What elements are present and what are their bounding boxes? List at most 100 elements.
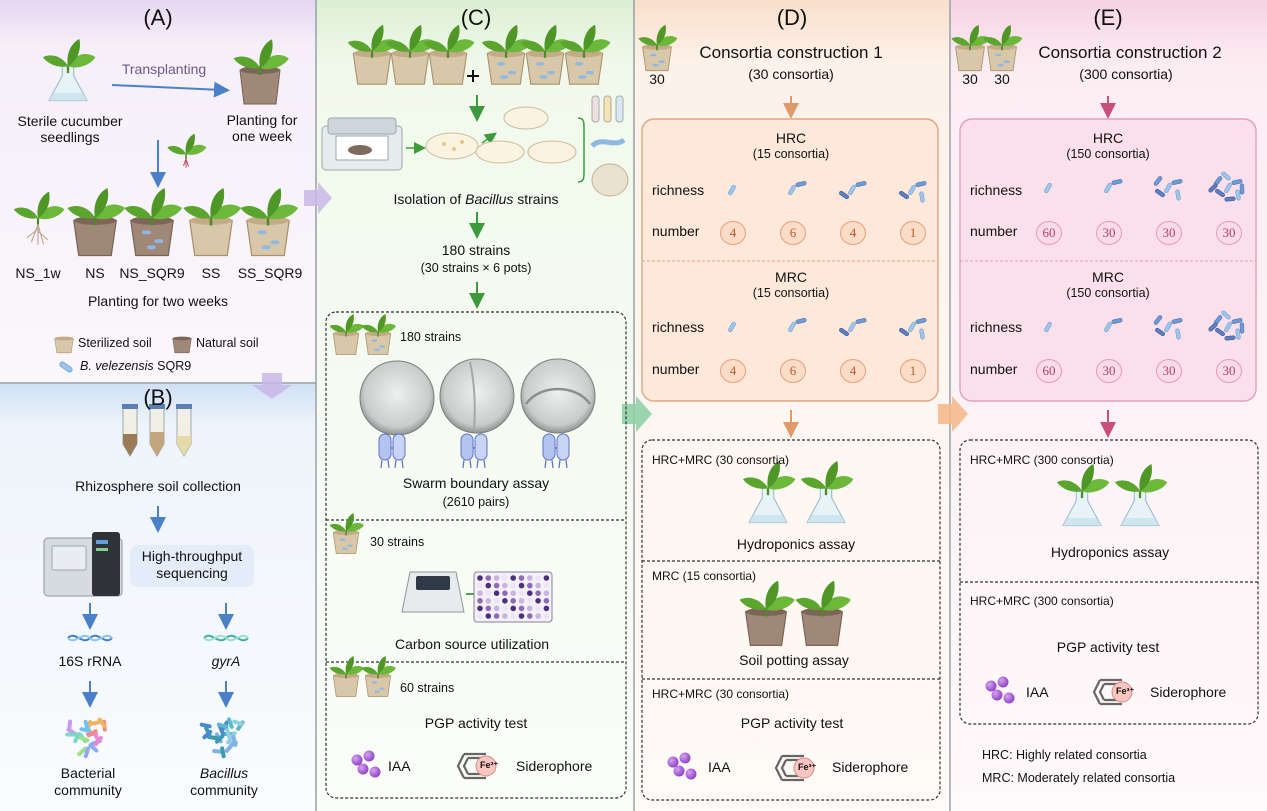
e-hrc-title: HRC <box>1092 130 1124 146</box>
sequencer-icon <box>43 532 123 597</box>
e-iaa-icon <box>985 676 1015 704</box>
e-mrc-number-2: 30 <box>1096 359 1122 383</box>
plate-reader-icon <box>401 571 490 613</box>
bacterial-community-icon <box>65 717 107 759</box>
sterilized-soil-icon <box>54 336 74 354</box>
isolation-label: Isolation of Bacillus strains <box>394 191 559 207</box>
d-hrc-title: HRC <box>775 130 807 146</box>
e-mrc-richness-label: richness <box>970 319 1023 335</box>
d-hydroponics-label: Hydroponics assay <box>736 536 856 552</box>
arrow-c-to-d <box>622 396 652 432</box>
swarm-assay-label: Swarm boundary assay <box>402 475 550 491</box>
c-iaa-label: IAA <box>388 758 411 774</box>
d-box2-label: MRC (15 consortia) <box>652 569 757 583</box>
bacillus-community-label-2: community <box>190 782 258 798</box>
arrow-a-to-b <box>252 373 292 399</box>
seedlings-label-2: seedlings <box>40 129 100 145</box>
seedlings-label-1: Sterile cucumber <box>17 113 123 129</box>
d-hrc-number-2: 6 <box>780 221 806 245</box>
e-siderophore-icon <box>1092 678 1133 706</box>
d-mrc-richness-label: richness <box>652 319 705 335</box>
transplanting-label: Transplanting <box>121 61 207 77</box>
arrow-d-to-e <box>938 396 968 432</box>
e-pot-count-1: 30 <box>962 71 978 87</box>
c-pots-row <box>348 25 611 84</box>
d-mrc-title: MRC <box>775 269 807 285</box>
d-subtitle: (30 consortia) <box>748 66 834 82</box>
e-hydroponics-label: Hydroponics assay <box>1050 544 1170 560</box>
c-fe-label: Fe³⁺ <box>480 760 499 770</box>
e-subtitle: (300 consortia) <box>1079 66 1173 82</box>
d-siderophore-icon <box>774 754 815 782</box>
sequencing-label-bg <box>130 545 254 587</box>
panel-e-heading: (E) <box>1093 5 1123 30</box>
bacillus-community-label-1: Bacillus <box>199 765 249 781</box>
d-fe-label: Fe³⁺ <box>798 762 817 772</box>
e-mrc-subtitle: (150 consortia) <box>1066 286 1150 300</box>
group-label-ss: SS <box>201 265 221 281</box>
bacterial-community-label-2: community <box>54 782 122 798</box>
d-hrc-richness-label: richness <box>652 182 705 198</box>
e-title: Consortia construction 2 <box>1038 43 1222 62</box>
e-pot-count-2: 30 <box>994 71 1010 87</box>
swarm-plates <box>359 358 596 436</box>
d-hrc-number-1: 4 <box>720 221 746 245</box>
d-soil-pot-2 <box>794 579 852 647</box>
e-hrc-number-label: number <box>970 223 1018 239</box>
planting-week-label-2: one week <box>232 128 292 144</box>
dna-gyra-icon <box>203 634 249 642</box>
e-hrc-richness-label: richness <box>970 182 1023 198</box>
e-hrc-number-1: 60 <box>1036 221 1062 245</box>
legend-strain-code: SQR9 <box>153 359 192 373</box>
d-soil-pot-1 <box>738 579 796 647</box>
d-pgp-label: PGP activity test <box>740 715 844 731</box>
c-pgp-label: PGP activity test <box>424 715 528 731</box>
legend-strain-genus: B. velezensis <box>80 359 154 373</box>
e-fe-label: Fe³⁺ <box>1116 686 1135 696</box>
e-pgp-label: PGP activity test <box>1056 639 1160 655</box>
e-box2-label: HRC+MRC (300 consortia) <box>970 594 1114 608</box>
isolation-workflow-icon <box>321 95 629 197</box>
e-siderophore-label: Siderophore <box>1150 684 1227 700</box>
d-hrc-subtitle: (15 consortia) <box>752 147 830 161</box>
planting-two-weeks-label: Planting for two weeks <box>87 293 229 309</box>
d-iaa-icon <box>667 752 697 780</box>
marker-16s-label: 16S rRNA <box>58 653 122 669</box>
isolation-label-genus: Bacillus <box>465 191 514 207</box>
d-mrc-number-label: number <box>652 361 700 377</box>
natural-soil-icon <box>172 336 192 354</box>
e-mrc-number-4: 30 <box>1216 359 1242 383</box>
c-iaa-icon <box>351 750 381 778</box>
e-iaa-label: IAA <box>1026 684 1049 700</box>
e-mrc-number-1: 60 <box>1036 359 1062 383</box>
group-label-ns: NS <box>85 265 105 281</box>
d-box3-label: HRC+MRC (30 consortia) <box>652 687 790 701</box>
d-pot-count: 30 <box>649 71 665 87</box>
c-siderophore-label: Siderophore <box>516 758 593 774</box>
e-box1-label: HRC+MRC (300 consortia) <box>970 453 1114 467</box>
dna-16s-icon <box>67 634 113 642</box>
d-mrc-number-3: 4 <box>840 359 866 383</box>
d-siderophore-label: Siderophore <box>832 759 909 775</box>
pot-one-week-icon <box>232 37 290 105</box>
panel-c-heading: (C) <box>460 5 492 30</box>
e-hrc-number-3: 30 <box>1156 221 1182 245</box>
legend-natural: Natural soil <box>196 336 259 350</box>
soil-tubes-icon <box>122 404 192 457</box>
strains-total-label: 180 strains <box>441 242 511 258</box>
e-mrc-number-label: number <box>970 361 1018 377</box>
bacterial-community-label-1: Bacterial <box>60 765 116 781</box>
d-title: Consortia construction 1 <box>699 43 883 62</box>
c-assay-box <box>325 311 627 799</box>
d-soil-potting-label: Soil potting assay <box>739 652 849 668</box>
panel-d-heading: (D) <box>776 5 808 30</box>
e-hrc-subtitle: (150 consortia) <box>1066 147 1150 161</box>
d-mrc-number-4: 1 <box>900 359 926 383</box>
swarm-pairs-icon <box>378 433 570 469</box>
swarm-pairs-label: (2610 pairs) <box>442 495 510 509</box>
marker-gyra-label: gyrA <box>211 653 241 669</box>
group-label-ns-sqr9: NS_SQR9 <box>119 265 185 281</box>
sequencing-label-1: High-throughput <box>141 548 243 564</box>
carbon-label: Carbon source utilization <box>394 636 550 652</box>
